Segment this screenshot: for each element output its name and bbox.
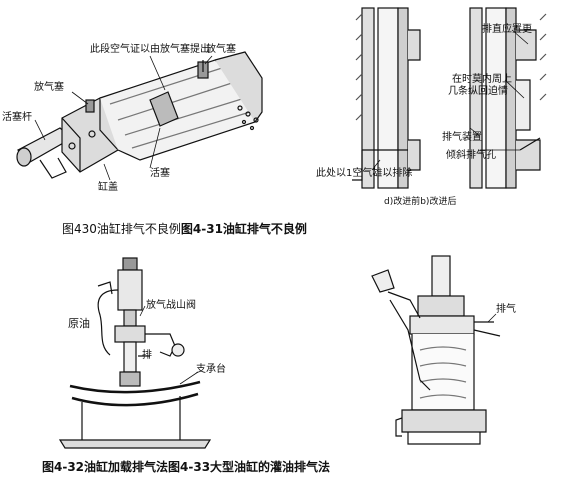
fig1-caption-bold: 图4-31油缸排气不良例 [180,222,307,236]
fig4-label-exhaust: 排气 [496,304,516,315]
fig1-caption-plain: 图430油缸排气不良例 [62,222,181,236]
fig3-label-exhaust: 排 [142,350,152,361]
fig3-setup [58,257,212,449]
fig1-label-rod: 活塞杆 [2,112,32,123]
fig1-label-piston: 活塞 [150,168,170,179]
fig1-label-plug-left: 放气塞 [34,82,64,93]
fig1-caption: 图430油缸排气不良例图4-31油缸排气不良例 [62,222,307,236]
fig1-label-plug-top: 放气塞 [206,44,236,55]
fig2-label-device: 排气装置 [442,132,482,143]
fig2-label-rings: 几条纵回迫情 [448,86,508,97]
fig3-label-stand: 支承台 [196,364,226,375]
fig2-label-inner: 在时莫内周上 [452,74,512,85]
bottom-caption-left: 图4-32油缸加载排气法 [42,460,169,474]
fig2-label-position: 排直应置更 [482,24,532,35]
fig1-cylinder [16,51,263,181]
fig2-label-bottom: 此处以1空气雄以排除 [316,168,413,179]
fig2-subcaption: d)改进前b)改进后 [384,197,457,207]
fig2-label-slant: 倾斜排气孔 [446,150,496,161]
fig2-section [352,7,547,189]
bottom-caption: 图4-32油缸加载排气法图4-33大型油缸的灌油排气法 [42,460,330,474]
bottom-caption-right: 图4-33大型油缸的灌油排气法 [168,460,331,474]
fig1-label-air-from-plug: 此段空气证以由放气塞提出 [90,44,210,55]
fig1-label-cap: 缸盖 [98,182,118,193]
fig3-label-valve: 放气战山阀 [146,300,196,311]
fig3-label-raw-oil: 原油 [68,317,90,330]
fig4-setup [371,255,501,445]
